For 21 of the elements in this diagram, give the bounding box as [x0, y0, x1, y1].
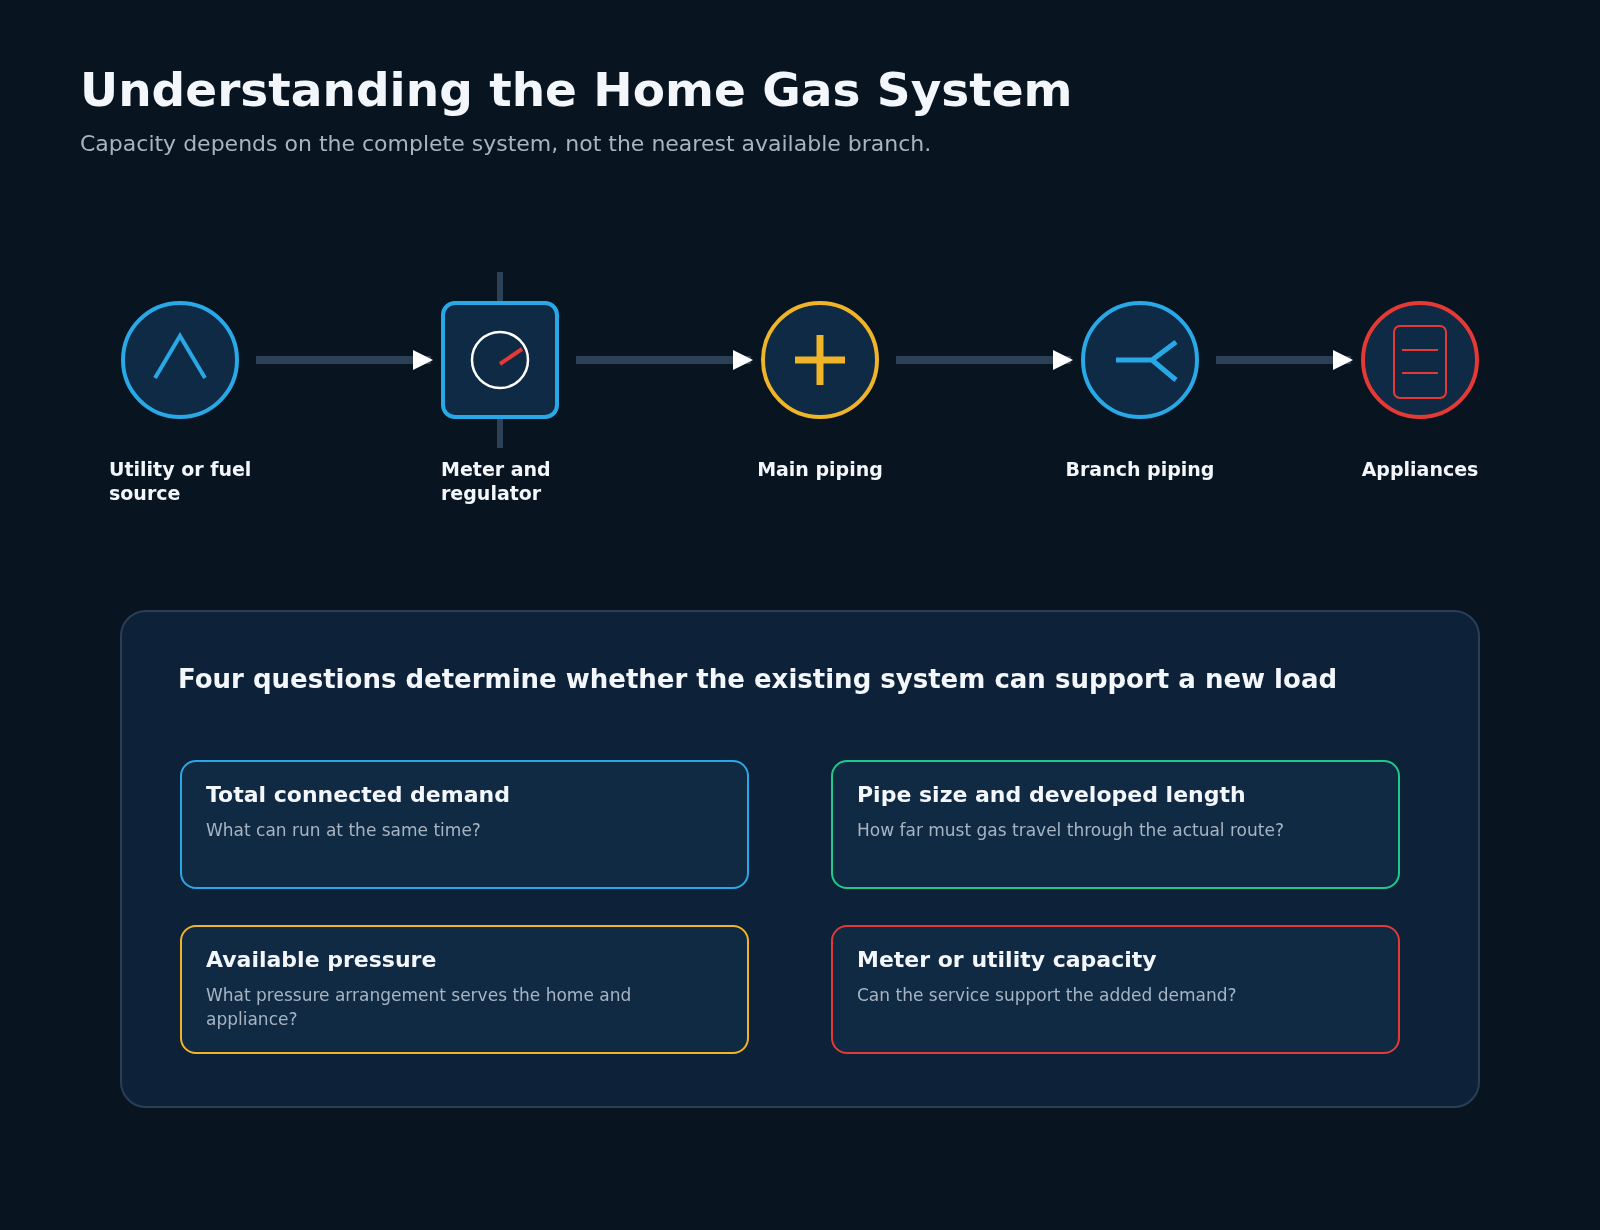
- card-text: Can the service support the added demand?: [857, 984, 1238, 1007]
- card-heading: Pipe size and developed length: [857, 782, 1247, 807]
- card-heading: Total connected demand: [206, 782, 511, 807]
- stage-label: Main piping: [757, 458, 883, 482]
- card-text: How far must gas travel through the actual route?: [857, 819, 1285, 842]
- card-heading: Meter or utility capacity: [857, 947, 1158, 972]
- stage-label: Utility or fuel source: [109, 458, 253, 506]
- card-text: What can run at the same time?: [206, 819, 482, 842]
- card-text: What pressure arrangement serves the home and appliance?: [206, 984, 633, 1031]
- panel-heading: Four questions determine whether the existing system can support a new load: [178, 664, 1338, 694]
- subtitle: Capacity depends on the complete system, not the nearest available branch.: [80, 131, 932, 156]
- card-heading: Available pressure: [206, 947, 438, 972]
- title: Understanding the Home Gas System: [80, 62, 1073, 117]
- question-card: [831, 925, 1400, 1054]
- stage-label: Appliances: [1361, 458, 1479, 482]
- stage-label: Branch piping: [1065, 458, 1215, 482]
- questions-panel: [120, 610, 1480, 1108]
- question-card: [180, 925, 749, 1054]
- stage-label: Meter and regulator: [441, 458, 552, 506]
- question-card: [831, 760, 1400, 889]
- question-card: [180, 760, 749, 889]
